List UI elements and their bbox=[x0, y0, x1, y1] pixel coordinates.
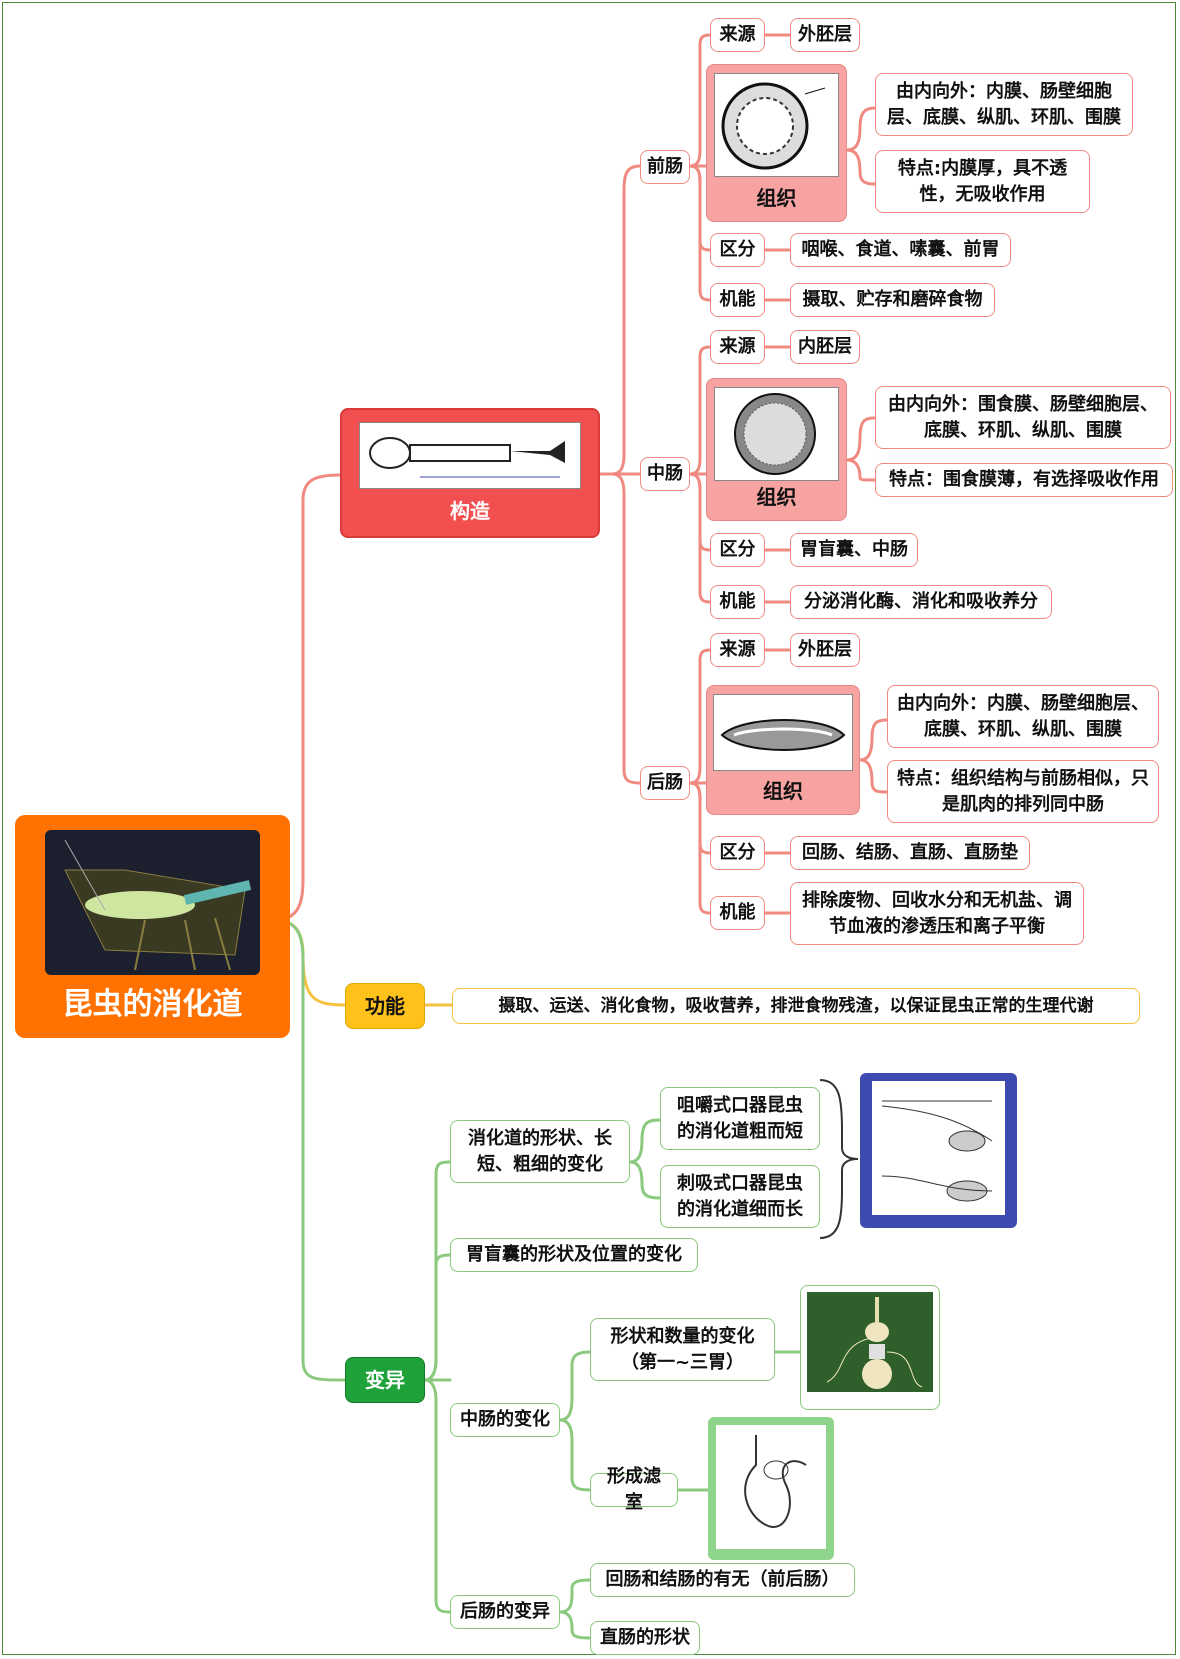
hindgut-label: 后肠 bbox=[647, 772, 683, 793]
mouthparts-gut-image bbox=[860, 1073, 1017, 1228]
shape-change-node[interactable]: 消化道的形状、长短、粗细的变化 bbox=[450, 1120, 630, 1183]
hindgut-feature[interactable]: 特点：组织结构与前肠相似，只是肌肉的排列同中肠 bbox=[887, 760, 1159, 823]
foregut-division-value[interactable]: 咽喉、食道、嗉囊、前胃 bbox=[790, 233, 1011, 267]
function-topic[interactable]: 功能 bbox=[345, 983, 425, 1029]
midgut-division-label[interactable]: 区分 bbox=[710, 533, 765, 567]
filter-chamber-node[interactable]: 形成滤室 bbox=[590, 1466, 678, 1513]
foregut-origin-value[interactable]: 外胚层 bbox=[790, 18, 860, 52]
root-title: 昆虫的消化道 bbox=[62, 987, 243, 1022]
foregut-feature[interactable]: 特点:内膜厚，具不透性，无吸收作用 bbox=[875, 150, 1090, 213]
foregut-function-label[interactable]: 机能 bbox=[710, 283, 765, 317]
hindgut-division-value[interactable]: 回肠、结肠、直肠、直肠垫 bbox=[790, 836, 1030, 870]
stomach-photo-node bbox=[800, 1285, 940, 1410]
midgut-origin-value[interactable]: 内胚层 bbox=[790, 330, 860, 364]
foregut-label: 前肠 bbox=[647, 156, 683, 177]
midgut-tissue-label: 组织 bbox=[756, 485, 797, 509]
foregut-node[interactable]: 前肠 bbox=[640, 150, 690, 184]
midgut-layers[interactable]: 由内向外：围食膜、肠壁细胞层、底膜、环肌、纵肌、围膜 bbox=[875, 386, 1171, 449]
hindgut-node[interactable]: 后肠 bbox=[640, 766, 690, 800]
foregut-tissue-node[interactable]: 组织 bbox=[706, 64, 847, 222]
chewing-mouthparts-node[interactable]: 咀嚼式口器昆虫的消化道粗而短 bbox=[660, 1087, 820, 1150]
midgut-function-value[interactable]: 分泌消化酶、消化和吸收养分 bbox=[790, 585, 1052, 619]
foregut-layers[interactable]: 由内向外：内膜、肠壁细胞层、底膜、纵肌、环肌、围膜 bbox=[875, 73, 1133, 136]
midgut-feature[interactable]: 特点：围食膜薄，有选择吸收作用 bbox=[875, 463, 1173, 497]
foregut-function-value[interactable]: 摄取、贮存和磨碎食物 bbox=[790, 283, 995, 317]
foregut-tissue-label: 组织 bbox=[756, 186, 797, 210]
hindgut-tissue-label: 组织 bbox=[763, 779, 803, 803]
function-value[interactable]: 摄取、运送、消化食物，吸收营养，排泄食物残渣，以保证昆虫正常的生理代谢 bbox=[452, 988, 1140, 1024]
hindgut-layers[interactable]: 由内向外：内膜、肠壁细胞层、底膜、环肌、纵肌、围膜 bbox=[887, 685, 1159, 748]
midgut-node[interactable]: 中肠 bbox=[640, 457, 690, 491]
midgut-division-value[interactable]: 胃盲囊、中肠 bbox=[790, 533, 918, 567]
hindgut-division-label[interactable]: 区分 bbox=[710, 836, 765, 870]
midgut-origin-label[interactable]: 来源 bbox=[710, 330, 765, 364]
hindgut-variation-node[interactable]: 后肠的变异 bbox=[450, 1595, 560, 1629]
hindgut-tissue-node[interactable]: 组织 bbox=[706, 685, 860, 815]
foregut-origin-label[interactable]: 来源 bbox=[710, 18, 765, 52]
insect-photo bbox=[45, 830, 260, 975]
sucking-mouthparts-node[interactable]: 刺吸式口器昆虫的消化道细而长 bbox=[660, 1165, 820, 1228]
hindgut-origin-label[interactable]: 来源 bbox=[710, 633, 765, 667]
foregut-tissue-image bbox=[714, 73, 839, 177]
midgut-label: 中肠 bbox=[647, 463, 683, 484]
midgut-change-node[interactable]: 中肠的变化 bbox=[450, 1403, 560, 1437]
hindgut-function-value[interactable]: 排除废物、回收水分和无机盐、调节血液的渗透压和离子平衡 bbox=[790, 882, 1084, 945]
hindgut-tissue-image bbox=[713, 694, 853, 771]
root-topic[interactable]: 昆虫的消化道 bbox=[15, 815, 290, 1038]
midgut-tissue-node[interactable]: 组织 bbox=[706, 378, 847, 521]
structure-topic[interactable]: 构造 bbox=[340, 408, 600, 538]
foregut-division-label[interactable]: 区分 bbox=[710, 233, 765, 267]
digestive-tract-diagram bbox=[359, 422, 581, 489]
ileum-colon-node[interactable]: 回肠和结肠的有无（前后肠） bbox=[590, 1563, 855, 1597]
midgut-tissue-image bbox=[714, 387, 839, 481]
caeca-change-node[interactable]: 胃盲囊的形状及位置的变化 bbox=[450, 1238, 698, 1272]
structure-label: 构造 bbox=[450, 499, 490, 523]
filter-chamber-image bbox=[708, 1417, 834, 1560]
brace bbox=[819, 1079, 859, 1239]
hindgut-origin-value[interactable]: 外胚层 bbox=[790, 633, 860, 667]
variation-topic[interactable]: 变异 bbox=[345, 1357, 425, 1403]
midgut-function-label[interactable]: 机能 bbox=[710, 585, 765, 619]
midgut-shape-node[interactable]: 形状和数量的变化（第一~三胃） bbox=[590, 1318, 775, 1381]
rectum-shape-node[interactable]: 直肠的形状 bbox=[590, 1621, 700, 1655]
hindgut-function-label[interactable]: 机能 bbox=[710, 896, 765, 930]
